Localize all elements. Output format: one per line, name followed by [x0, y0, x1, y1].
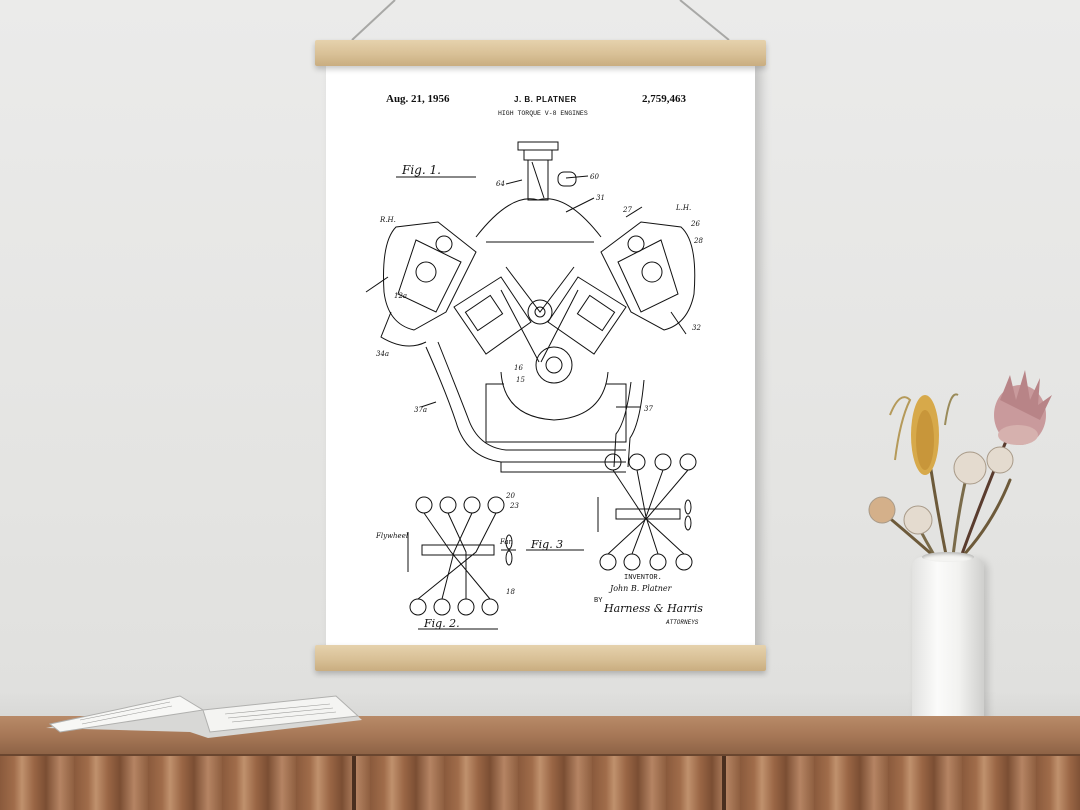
white-vase	[912, 557, 984, 729]
patent-date: Aug. 21, 1956	[386, 93, 450, 105]
fig2-diagram	[407, 496, 516, 616]
callout-27: 27	[622, 206, 632, 214]
attorney-signature: Harness & Harris	[604, 602, 703, 615]
callout-15: 15	[516, 376, 525, 384]
callout-64: 64	[496, 180, 505, 188]
callout-fan: Fan	[499, 538, 514, 546]
protea-flower	[994, 370, 1052, 445]
callout-lh: L.H.	[675, 204, 691, 212]
callout-37: 37	[644, 405, 653, 413]
callout-23: 23	[509, 502, 519, 510]
callout-12a: 12a	[394, 292, 407, 300]
attorneys-label: ATTORNEYS	[666, 619, 699, 626]
callout-31: 31	[596, 194, 605, 202]
banksia-flower	[911, 395, 939, 475]
callout-20: 20	[505, 492, 515, 500]
dried-flowers	[868, 370, 1052, 567]
patent-inventor-header: J. B. PLATNER	[514, 95, 577, 104]
callout-rh: R.H.	[379, 216, 396, 224]
sideboard-front	[0, 756, 1080, 810]
fig1-label: Fig. 1.	[401, 163, 441, 177]
patent-poster: Aug. 21, 1956 J. B. PLATNER 2,759,463 HI…	[326, 62, 755, 648]
callout-28: 28	[693, 237, 703, 245]
callout-34a: 34a	[376, 350, 389, 358]
callout-60: 60	[590, 173, 599, 181]
sideboard-door-gap	[722, 756, 726, 810]
callout-26: 26	[690, 220, 700, 228]
vase-rim	[922, 552, 974, 562]
fig3-label: Fig. 3	[530, 538, 563, 551]
poster-top-rail	[315, 40, 766, 66]
hanging-string	[351, 0, 730, 41]
fig2-label: Fig. 2.	[423, 617, 460, 630]
open-book	[46, 695, 362, 738]
patent-number: 2,759,463	[642, 93, 686, 105]
inventor-label: INVENTOR.	[624, 574, 662, 582]
callout-18: 18	[506, 588, 515, 596]
fig3-diagram	[597, 453, 697, 571]
callout-16: 16	[514, 364, 523, 372]
callout-flywheel: Flywheel	[375, 532, 408, 540]
callout-32: 32	[692, 324, 701, 332]
callout-37a: 37a	[414, 406, 427, 414]
by-label: BY	[594, 597, 603, 605]
engine-patent-drawing: Fig. 1.	[365, 141, 703, 630]
patent-title: HIGH TORQUE V-8 ENGINES	[498, 110, 588, 117]
poster-bottom-rail	[315, 645, 766, 671]
inventor-name: John B. Platner	[610, 584, 672, 593]
thistle-flowers	[868, 446, 1014, 535]
sideboard-door-gap	[352, 756, 356, 810]
